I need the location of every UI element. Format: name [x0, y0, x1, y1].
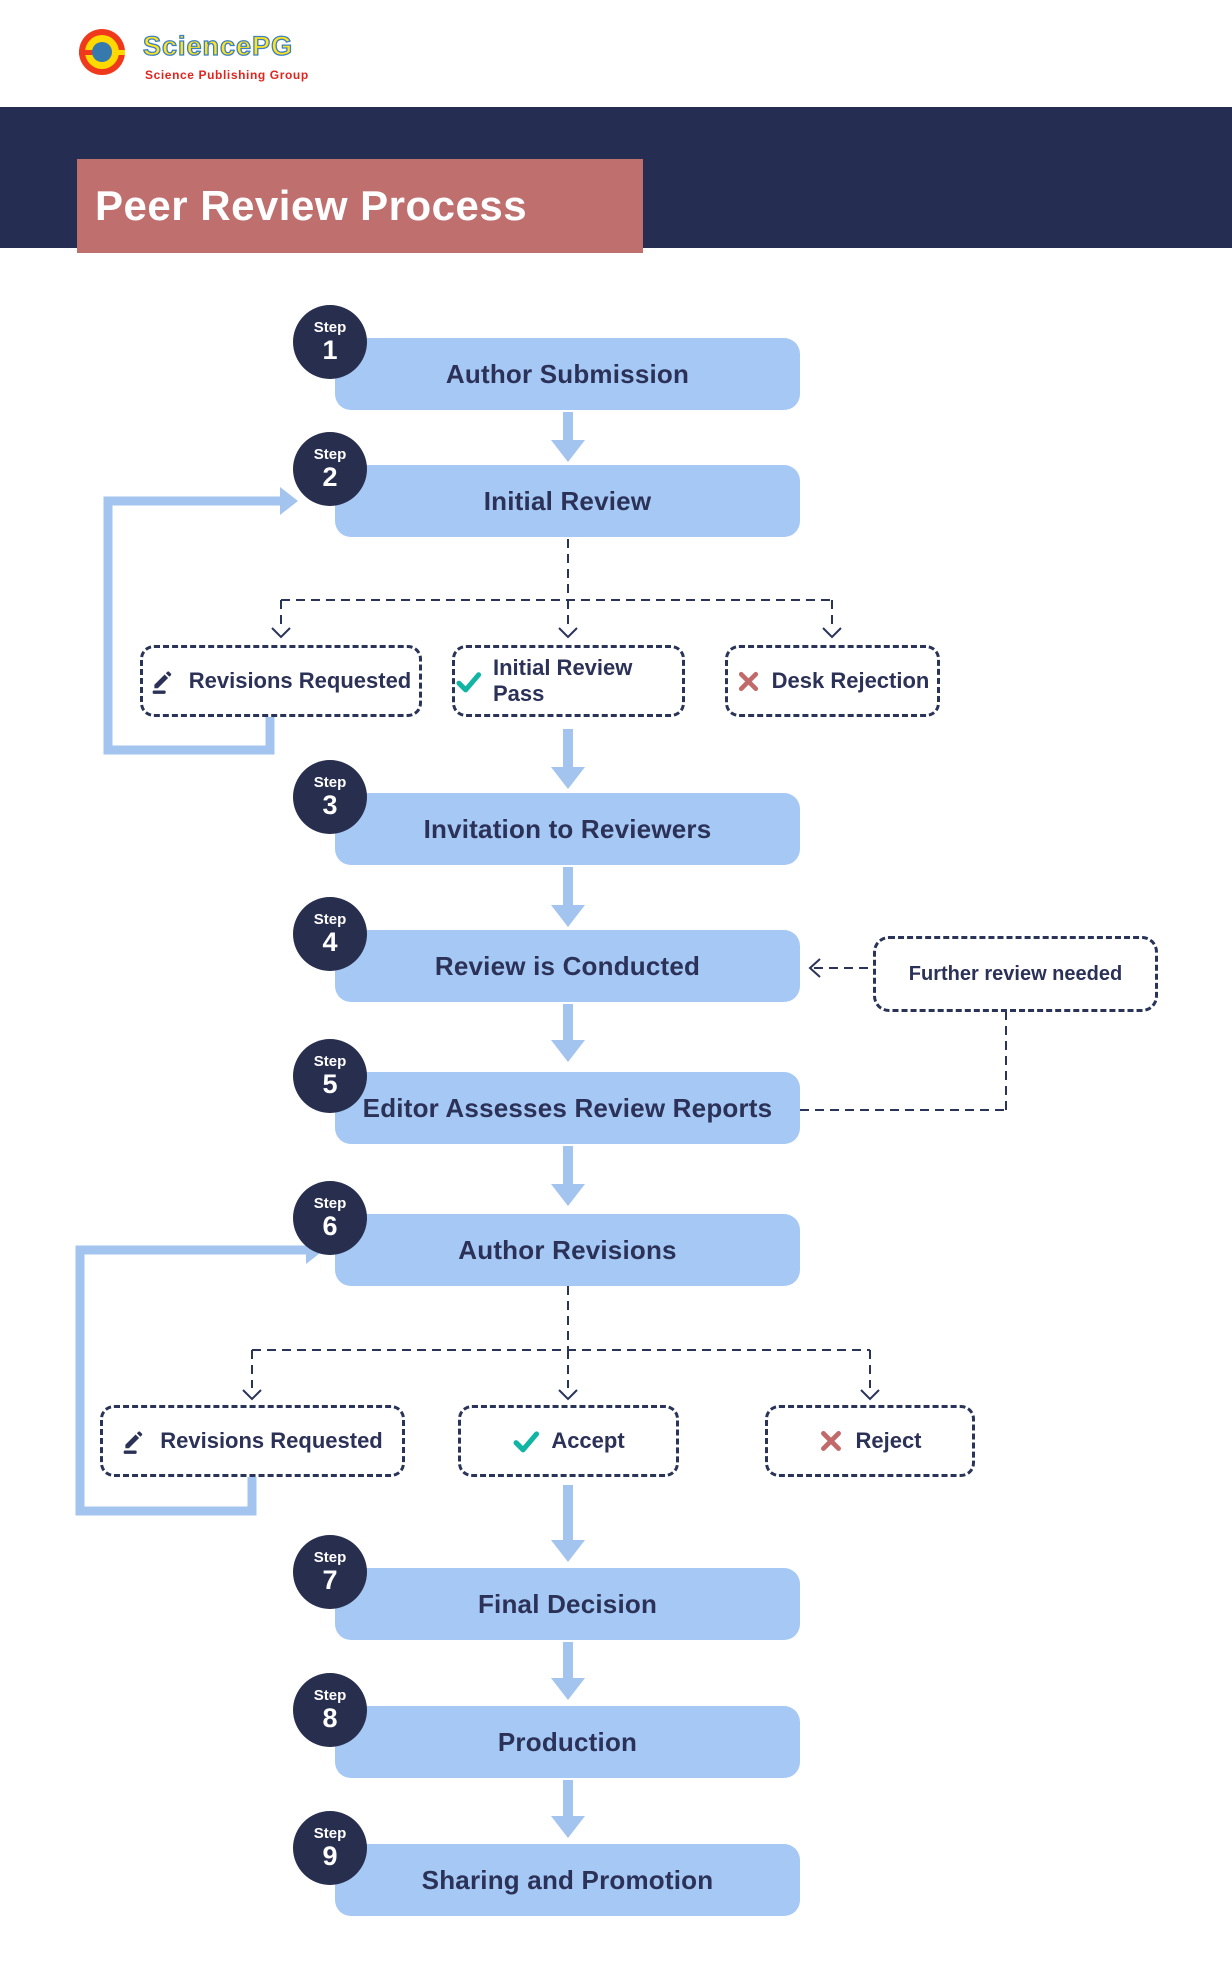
step-label: Review is Conducted	[434, 950, 701, 981]
pencil-icon	[152, 670, 171, 694]
logo-name: SciencePG	[142, 30, 294, 61]
step-number: 7	[322, 1565, 338, 1595]
step-word: Step	[313, 774, 347, 791]
dashed-branch-tree-2	[251, 1286, 871, 1388]
branch-label: Accept	[551, 1428, 625, 1453]
branch-label: Desk Rejection	[771, 668, 930, 693]
step-word: Step	[313, 1687, 347, 1704]
step-label: Author Submission	[445, 358, 690, 389]
step-label: Sharing and Promotion	[421, 1864, 714, 1895]
branch-accept: Accept	[458, 1405, 679, 1477]
further-review-needed-note: Further review needed	[873, 936, 1158, 1012]
step-number: 2	[322, 462, 338, 492]
pencil-icon	[123, 1430, 143, 1454]
step-number: 1	[322, 335, 338, 365]
step-box-invitation-to-reviewers: Invitation to Reviewers	[335, 793, 800, 865]
further-review-connectors	[800, 958, 1007, 1111]
branch-label: Initial Review Pass	[493, 655, 633, 706]
step-word: Step	[313, 1825, 347, 1842]
branch-revisions-requested-1: Revisions Requested	[140, 645, 422, 717]
step-word: Step	[313, 1549, 347, 1566]
branch-revisions-requested-2: Revisions Requested	[100, 1405, 405, 1477]
title-box: Peer Review Process	[77, 159, 643, 253]
logo: SciencePG Science Publishing Group	[79, 25, 439, 87]
step-label: Production	[497, 1726, 638, 1757]
step-box-final-decision: Final Decision	[335, 1568, 800, 1640]
check-icon	[456, 671, 482, 692]
sciencepg-logo-icon	[79, 29, 125, 75]
step-box-initial-review: Initial Review	[335, 465, 800, 537]
x-icon	[821, 1431, 842, 1451]
step-number: 9	[322, 1841, 338, 1871]
side-note-label: Further review needed	[908, 962, 1123, 985]
branch-label: Revisions Requested	[160, 1428, 383, 1453]
step-number: 6	[322, 1211, 338, 1241]
branch-reject: Reject	[765, 1405, 975, 1477]
step-label: Author Revisions	[458, 1234, 677, 1265]
revision-loop-arrows	[75, 487, 324, 1516]
step-label: Final Decision	[477, 1588, 658, 1619]
page-title: Peer Review Process	[95, 182, 528, 229]
step-word: Step	[313, 446, 347, 463]
step-box-production: Production	[335, 1706, 800, 1778]
step-box-author-submission: Author Submission	[335, 338, 800, 410]
branch-label: Reject	[855, 1428, 922, 1453]
main-flow-arrows	[551, 412, 585, 1838]
branch-label: Revisions Requested	[188, 668, 412, 693]
step-box-editor-assesses: Editor Assesses Review Reports	[335, 1072, 800, 1144]
step-word: Step	[313, 1053, 347, 1070]
step-number: 4	[322, 927, 338, 957]
x-icon	[738, 671, 758, 691]
branch-desk-rejection: Desk Rejection	[725, 645, 940, 717]
step-box-author-revisions: Author Revisions	[335, 1214, 800, 1286]
step-label: Invitation to Reviewers	[423, 813, 712, 844]
step-label: Editor Assesses Review Reports	[362, 1092, 773, 1123]
dashed-branch-tree-1	[280, 539, 833, 626]
step-box-sharing-promotion: Sharing and Promotion	[335, 1844, 800, 1916]
branch-initial-review-pass: Initial Review Pass	[452, 645, 685, 717]
step-word: Step	[313, 1195, 347, 1212]
dashed-branch-tree-2-arrowheads	[242, 1389, 880, 1401]
logo-tagline: Science Publishing Group	[145, 68, 309, 82]
step-label: Initial Review	[483, 485, 652, 516]
step-word: Step	[313, 319, 347, 336]
check-icon	[513, 1431, 540, 1453]
step-number: 8	[322, 1703, 338, 1733]
step-number: 3	[322, 790, 338, 820]
step-word: Step	[313, 911, 347, 928]
step-box-review-is-conducted: Review is Conducted	[335, 930, 800, 1002]
dashed-branch-tree-1-arrowheads	[271, 627, 842, 639]
step-number: 5	[322, 1069, 338, 1099]
